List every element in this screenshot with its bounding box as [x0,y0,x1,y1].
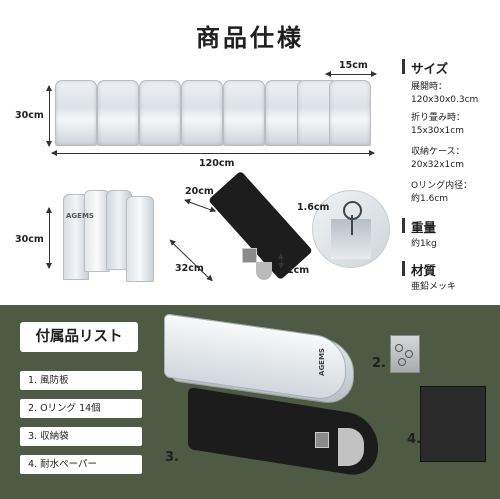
spec-open-label: 展開時： [411,82,448,92]
windscreen-panel [139,80,181,146]
windscreen-panel [97,80,139,146]
spec-ring-value: 約1.6cm [411,194,449,204]
dimension-bag-depth: 1cm [287,265,310,276]
spec-marker [402,218,405,233]
brand-logo: AGEMS [317,348,326,376]
spec-folded-value: 15x30x1cm [411,126,464,136]
spec-material-value: 亜鉛メッキ [411,282,457,292]
windscreen-panel [55,80,97,146]
material-heading: 材質 [411,263,437,278]
dimension-arrow [51,150,375,156]
accessory-item: 2. Oリング 14個 [20,399,142,418]
dimension-arrow [325,71,377,77]
dimension-ring: 1.6cm [297,202,330,213]
spec-case-value: 20x32x1cm [411,160,464,170]
accessories-title: 付属品リスト [20,322,138,352]
spec-case-label: 収納ケース： [411,147,465,157]
spec-folded-label: 折り畳み時： [411,113,466,123]
windscreen-folded-image: AGEMS [58,188,156,284]
spec-marker [402,261,405,276]
dimension-total-length: 120cm [199,158,235,169]
dimension-panel-width: 15cm [339,60,368,71]
windscreen-panel [223,80,265,146]
accessory-item: 1. 風防板 [20,371,142,390]
accessory-number: 4. [407,432,421,447]
brand-logo: AGEMS [66,212,94,220]
accessory-item: 3. 収納袋 [20,427,142,446]
storage-bag-image [200,170,313,296]
size-heading: サイズ [411,61,449,76]
windscreen-panel [181,80,223,146]
page-title: 商品仕様 [196,24,304,52]
dimension-bag-width: 20cm [185,186,214,197]
spec-ring-label: Oリング内径： [411,181,473,191]
dimension-height-side: 30cm [15,234,44,245]
accessory-number: 2. [372,356,386,371]
orings-bag-image [390,335,420,373]
dimension-bag-length: 32cm [175,263,204,274]
accessory-number: 3. [165,450,179,465]
spec-weight-value: 約1kg [411,239,437,249]
weight-heading: 重量 [411,220,437,235]
waterproof-paper-image [420,386,486,462]
storage-bag-image [170,386,386,484]
spec-marker [402,59,405,74]
spec-open-value: 120x30x0.3cm [411,95,479,105]
oring-detail-image [312,190,390,268]
windscreen-panel [329,80,371,146]
accessory-item: 4. 耐水ペーパー [20,455,142,474]
dimension-arrow [46,207,52,269]
dimension-arrow [278,253,284,269]
dimension-height-main: 30cm [15,110,44,121]
dimension-arrow [46,85,52,147]
